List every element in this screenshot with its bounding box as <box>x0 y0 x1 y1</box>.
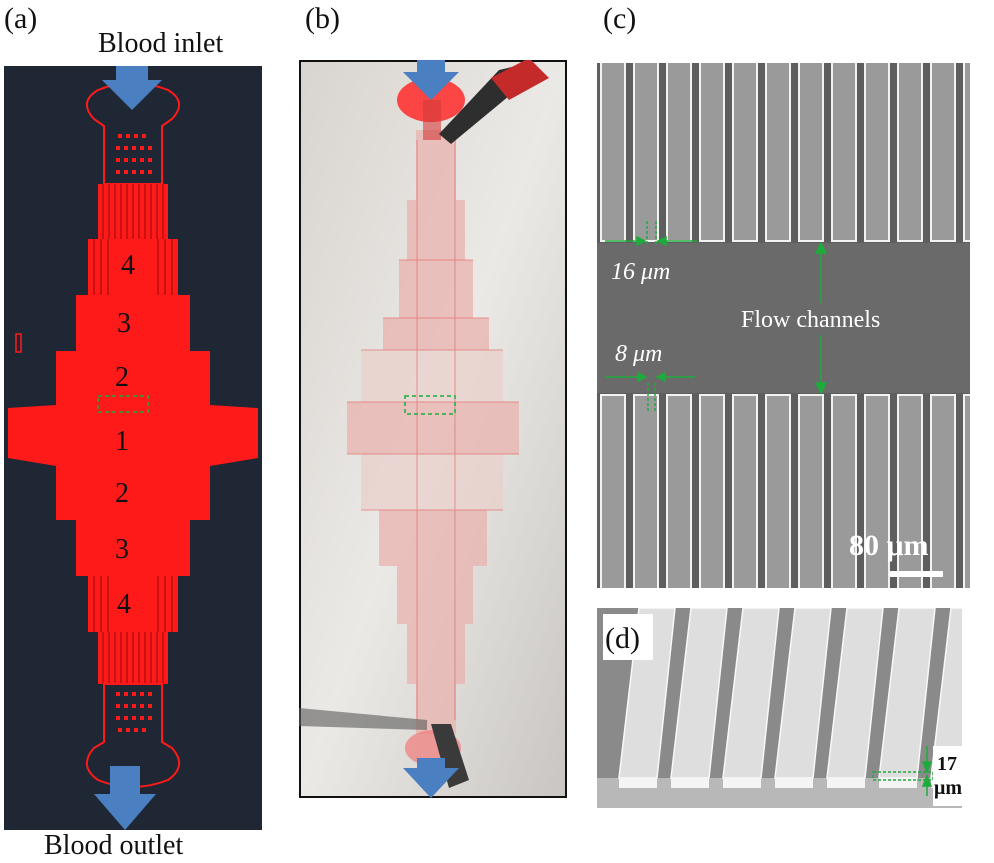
panel-label-b: (b) <box>305 2 340 35</box>
sem-pillar <box>963 58 989 242</box>
sem-ridge-face <box>671 778 709 788</box>
sem-pillar <box>798 58 824 242</box>
gap-8-label: 8 μm <box>615 341 662 367</box>
zone-number: 3 <box>115 534 129 565</box>
device-photo-panel <box>299 58 567 798</box>
zone-number: 4 <box>121 250 135 281</box>
sem-pillar <box>633 58 659 242</box>
sem-pillar <box>699 394 725 592</box>
sem-pillar <box>897 394 923 592</box>
sem-pillar <box>666 394 692 592</box>
photo-outlet-arrow-icon <box>403 758 459 798</box>
panel-label-c: (c) <box>603 2 637 35</box>
blood-outlet-caption: Blood outlet <box>44 830 184 861</box>
sem-pillar <box>798 394 824 592</box>
zone-number: 1 <box>115 426 129 457</box>
photo-inlet-arrow-icon <box>403 58 459 100</box>
sem-ridge-face <box>619 778 657 788</box>
panel-label-a: (a) <box>4 2 38 35</box>
scale-bar <box>889 571 943 577</box>
sem-pillar <box>633 394 659 592</box>
sem-pillar <box>765 394 791 592</box>
sem-pillar <box>930 58 956 242</box>
sem-pillar <box>864 58 890 242</box>
device-layout-drawing: 4 3 2 1 2 3 4 <box>4 66 262 830</box>
sem-pillar <box>666 58 692 242</box>
sem-pillar <box>600 394 626 592</box>
sem-pillar <box>864 394 890 592</box>
sem-top-panel: 16 μm Flow channels 8 μm 80 μm <box>597 58 989 592</box>
outlet-arrow-icon <box>94 766 156 830</box>
sem-side-panel: (d) 17 μm <box>597 607 988 808</box>
sem-ridge-face <box>723 778 761 788</box>
zone-number: 3 <box>117 308 131 339</box>
design-panel: 4 3 2 1 2 3 4 <box>4 66 262 830</box>
height-unit-label: μm <box>934 777 962 799</box>
sem-pillar <box>963 394 989 592</box>
sem-top-image: 16 μm Flow channels 8 μm 80 μm <box>597 58 989 592</box>
zone-number: 2 <box>115 362 129 393</box>
zone-number: 4 <box>117 589 131 620</box>
gap-16-label: 16 μm <box>611 259 670 285</box>
sem-pillar <box>765 58 791 242</box>
sem-pillar <box>732 394 758 592</box>
sem-ridge-face <box>775 778 813 788</box>
sem-pillar <box>831 58 857 242</box>
device-photo <box>299 58 567 798</box>
sem-pillar <box>699 58 725 242</box>
sem-ridge-face <box>827 778 865 788</box>
zone-number: 2 <box>115 478 129 509</box>
panel-label-d: (d) <box>605 622 640 655</box>
blood-inlet-caption: Blood inlet <box>98 28 224 59</box>
sem-pillar <box>930 394 956 592</box>
height-value-label: 17 <box>937 753 957 775</box>
sem-pillar <box>600 58 626 242</box>
sem-pillar <box>897 58 923 242</box>
scale-bar-label: 80 μm <box>849 529 929 562</box>
sem-pillar <box>732 58 758 242</box>
inlet-arrow-icon <box>102 66 162 110</box>
sem-side-image: (d) 17 μm <box>597 607 988 808</box>
flow-channels-label: Flow channels <box>741 307 880 333</box>
